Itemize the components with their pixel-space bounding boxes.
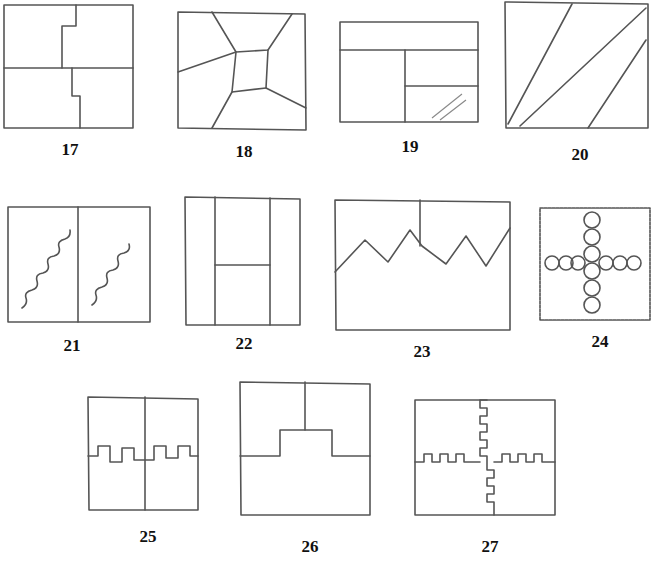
figure-number: 20 [572,145,589,165]
figure-number: 26 [302,537,319,557]
square-sketch [240,382,370,515]
figure-number: 25 [140,527,157,547]
figure-number: 24 [592,332,609,352]
figure-number: 27 [482,537,499,557]
square-sketch [185,197,300,325]
square-sketch [88,397,198,510]
square-sketch [540,208,650,320]
square-sketch [335,200,510,330]
figure-number: 23 [414,342,431,362]
figure-number: 19 [402,137,419,157]
figure-number: 17 [62,140,79,160]
square-sketch [505,2,648,128]
figure-number: 21 [64,336,81,356]
figure-number: 22 [236,334,253,354]
square-sketch [415,400,555,515]
square-sketch [340,22,478,122]
square-sketch [178,12,306,130]
square-sketch [8,207,150,322]
figure-number: 18 [236,142,253,162]
square-sketch [4,5,133,128]
